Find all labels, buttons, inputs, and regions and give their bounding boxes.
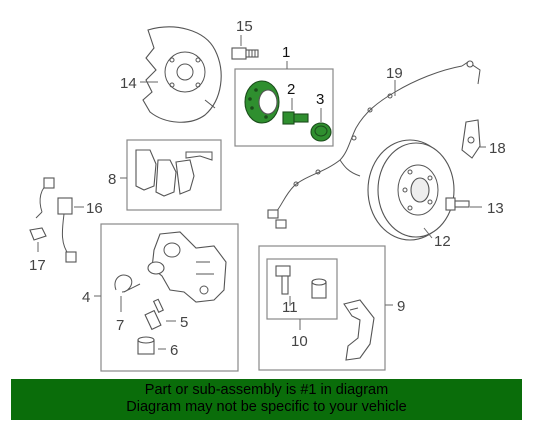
callout-1[interactable]: 1 xyxy=(282,44,290,61)
brake-rotor-part-12[interactable] xyxy=(367,139,455,241)
callout-15[interactable]: 15 xyxy=(236,18,253,35)
brake-hose-part-16[interactable] xyxy=(35,177,77,263)
callout-9[interactable]: 9 xyxy=(397,298,405,315)
guide-pins-box-10 xyxy=(266,258,338,320)
cap-part-6[interactable] xyxy=(137,336,155,355)
screw-part-13[interactable] xyxy=(445,197,470,211)
callout-7[interactable]: 7 xyxy=(116,317,124,334)
callout-18[interactable]: 18 xyxy=(489,140,506,157)
callout-12[interactable]: 12 xyxy=(434,233,451,250)
callout-11[interactable]: 11 xyxy=(282,299,298,316)
callout-13[interactable]: 13 xyxy=(487,200,504,217)
callout-5[interactable]: 5 xyxy=(180,314,188,331)
clip-part-17[interactable] xyxy=(29,227,47,241)
dust-cap-part-3[interactable] xyxy=(310,122,332,142)
callout-3[interactable]: 3 xyxy=(316,91,324,108)
callout-8[interactable]: 8 xyxy=(108,171,116,188)
hub-assembly-box-1 xyxy=(234,68,334,147)
callout-17[interactable]: 17 xyxy=(29,257,46,274)
carrier-box-9 xyxy=(258,245,386,371)
callout-16[interactable]: 16 xyxy=(86,200,103,217)
banner-line-2: Diagram may not be specific to your vehi… xyxy=(126,399,407,415)
callout-10[interactable]: 10 xyxy=(291,333,308,350)
spring-part-7[interactable] xyxy=(114,274,141,293)
pin-boot-part[interactable] xyxy=(311,278,327,299)
hub-bolt-part-2[interactable] xyxy=(282,111,309,125)
callout-19[interactable]: 19 xyxy=(386,65,403,82)
callout-4[interactable]: 4 xyxy=(82,289,90,306)
banner-line-1: Part or sub-assembly is #1 in diagram xyxy=(144,382,389,398)
sensor-harness-part-19[interactable] xyxy=(267,60,481,229)
caliper-housing-part[interactable] xyxy=(147,231,227,303)
brake-pads-box-8 xyxy=(126,139,222,211)
sensor-part-18[interactable] xyxy=(461,119,481,159)
callout-6[interactable]: 6 xyxy=(170,342,178,359)
info-banner: Part or sub-assembly is #1 in diagram Di… xyxy=(11,379,522,420)
callout-14[interactable]: 14 xyxy=(120,75,137,92)
brake-pad-part[interactable] xyxy=(135,149,213,197)
bolt-part-15[interactable] xyxy=(231,47,259,60)
dust-shield-part-14[interactable] xyxy=(142,26,222,123)
guide-pin-part-11[interactable] xyxy=(275,265,291,295)
leader-12 xyxy=(423,227,433,239)
caliper-box-4 xyxy=(100,223,239,372)
callout-2[interactable]: 2 xyxy=(287,81,295,98)
bleeder-part-5[interactable] xyxy=(144,298,164,331)
wheel-hub-part[interactable] xyxy=(244,80,280,124)
caliper-carrier-part[interactable] xyxy=(343,299,375,361)
